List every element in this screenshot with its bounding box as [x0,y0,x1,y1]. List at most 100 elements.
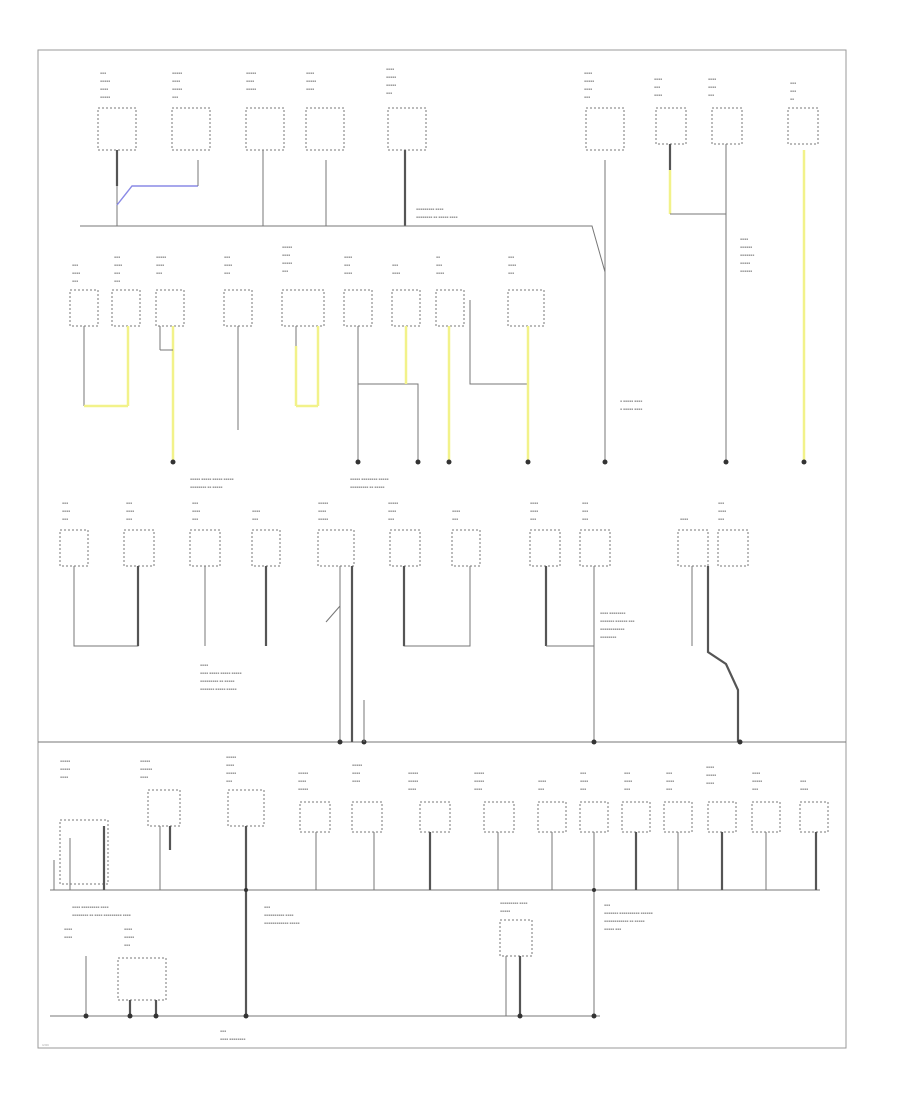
svg-text:▪▪▪▪▪: ▪▪▪▪▪ [298,771,308,775]
svg-text:▪▪▪▪▪ ▪▪▪▪▪ ▪▪▪▪▪ ▪▪▪▪▪: ▪▪▪▪▪ ▪▪▪▪▪ ▪▪▪▪▪ ▪▪▪▪▪ [190,477,234,481]
svg-text:▪▪▪▪: ▪▪▪▪ [718,509,726,513]
svg-text:▪▪▪▪▪: ▪▪▪▪▪ [388,501,398,505]
svg-text:▪▪▪▪▪: ▪▪▪▪▪ [226,755,236,759]
svg-text:▪▪▪▪: ▪▪▪▪ [530,509,538,513]
svg-text:▪▪▪▪: ▪▪▪▪ [654,93,662,97]
component-box [97,107,137,151]
component-box [391,289,421,327]
svg-text:▪▪▪▪: ▪▪▪▪ [114,263,122,267]
svg-text:▪▪▪▪▪▪▪▪ ▪▪ ▪▪▪▪▪ ▪▪▪▪: ▪▪▪▪▪▪▪▪ ▪▪ ▪▪▪▪▪ ▪▪▪▪ [416,215,458,219]
svg-text:▪▪▪▪▪: ▪▪▪▪▪ [60,759,70,763]
component-box [171,107,211,151]
svg-text:▪▪▪▪: ▪▪▪▪ [62,509,70,513]
svg-text:▪▪▪: ▪▪▪ [582,517,588,521]
svg-text:▪▪▪▪▪▪: ▪▪▪▪▪▪ [740,269,752,273]
svg-text:▪▪▪▪▪▪▪▪▪▪ ▪▪▪▪: ▪▪▪▪▪▪▪▪▪▪ ▪▪▪▪ [264,913,293,917]
component-box [123,529,155,567]
svg-text:▪▪▪▪: ▪▪▪▪ [344,255,352,259]
component-box [189,529,221,567]
svg-text:▪▪▪: ▪▪▪ [114,255,120,259]
svg-text:▪▪▪▪▪: ▪▪▪▪▪ [100,95,110,99]
svg-text:▪▪▪▪: ▪▪▪▪ [706,765,714,769]
svg-text:▪▪▪▪: ▪▪▪▪ [752,771,760,775]
svg-text:▪▪▪: ▪▪▪ [62,501,68,505]
svg-text:▪▪▪: ▪▪▪ [718,517,724,521]
component-box [227,789,265,827]
svg-text:▪▪▪: ▪▪▪ [584,95,590,99]
svg-text:▪▪▪: ▪▪▪ [124,943,130,947]
component-labels-row2: ▪▪▪▪▪▪▪▪▪▪ ▪▪▪▪▪▪▪▪▪▪▪▪▪ ▪▪▪▪▪▪▪▪▪▪▪▪ ▪▪… [72,245,516,283]
svg-text:▪▪: ▪▪ [436,255,440,259]
component-box [677,529,709,567]
svg-text:▪▪▪▪ ▪▪▪▪▪▪▪▪▪ ▪▪▪▪: ▪▪▪▪ ▪▪▪▪▪▪▪▪▪ ▪▪▪▪ [72,905,108,909]
component-box [435,289,465,327]
svg-text:▪▪▪▪: ▪▪▪▪ [800,787,808,791]
svg-text:▪▪▪▪▪: ▪▪▪▪▪ [226,771,236,775]
svg-text:▪▪▪▪▪: ▪▪▪▪▪ [282,261,292,265]
section-bottom: ▪▪▪▪▪▪▪▪▪▪▪▪▪▪ ▪▪▪▪▪▪▪▪▪▪▪▪▪▪▪ ▪▪▪▪▪▪▪▪▪… [50,755,829,1041]
svg-text:▪▪▪: ▪▪▪ [226,779,232,783]
svg-text:▪▪▪▪▪▪▪: ▪▪▪▪▪▪▪ [740,253,754,257]
svg-text:▪▪▪: ▪▪▪ [126,501,132,505]
svg-text:▪▪▪▪: ▪▪▪▪ [392,271,400,275]
svg-text:▪▪▪: ▪▪▪ [580,771,586,775]
svg-text:▪▪▪▪▪: ▪▪▪▪▪ [352,763,362,767]
svg-text:▪▪▪▪: ▪▪▪▪ [388,509,396,513]
component-box [655,107,687,145]
svg-text:▪▪▪▪▪: ▪▪▪▪▪ [584,79,594,83]
svg-text:▪▪▪▪▪: ▪▪▪▪▪ [318,501,328,505]
svg-text:▪▪▪▪▪▪▪▪▪ ▪▪ ▪▪▪▪▪: ▪▪▪▪▪▪▪▪▪ ▪▪ ▪▪▪▪▪ [350,485,384,489]
svg-text:▪ ▪▪▪▪▪ ▪▪▪▪: ▪ ▪▪▪▪▪ ▪▪▪▪ [620,399,642,403]
svg-text:▪▪▪▪: ▪▪▪▪ [352,779,360,783]
svg-text:▪▪▪▪: ▪▪▪▪ [298,779,306,783]
svg-text:▪▪▪: ▪▪▪ [62,517,68,521]
svg-text:▪▪▪▪: ▪▪▪▪ [282,253,290,257]
svg-text:▪▪▪▪▪▪▪▪▪▪▪▪ ▪▪ ▪▪▪▪▪: ▪▪▪▪▪▪▪▪▪▪▪▪ ▪▪ ▪▪▪▪▪ [604,919,645,923]
svg-text:▪▪▪▪: ▪▪▪▪ [124,927,132,931]
component-box [281,289,325,327]
svg-text:▪▪▪▪: ▪▪▪▪ [474,787,482,791]
svg-text:▪▪▪▪▪: ▪▪▪▪▪ [752,779,762,783]
svg-text:▪▪▪: ▪▪▪ [264,905,270,909]
svg-text:▪▪▪: ▪▪▪ [388,517,394,521]
svg-text:▪▪▪▪: ▪▪▪▪ [60,775,68,779]
svg-text:▪▪▪: ▪▪▪ [790,89,796,93]
svg-text:▪▪▪: ▪▪▪ [172,95,178,99]
svg-text:▪▪▪▪ ▪▪▪▪▪ ▪▪▪▪▪ ▪▪▪▪▪: ▪▪▪▪ ▪▪▪▪▪ ▪▪▪▪▪ ▪▪▪▪▪ [200,671,242,675]
svg-text:▪▪▪▪▪: ▪▪▪▪▪ [386,75,396,79]
svg-text:▪▪▪: ▪▪▪ [580,787,586,791]
svg-text:▪▪▪▪: ▪▪▪▪ [140,775,148,779]
svg-text:▪▪▪▪▪: ▪▪▪▪▪ [318,517,328,521]
svg-text:▪▪▪: ▪▪▪ [72,263,78,267]
svg-text:▪▪▪▪: ▪▪▪▪ [306,71,314,75]
svg-text:▪▪▪: ▪▪▪ [508,255,514,259]
svg-text:▪▪▪▪ ▪▪▪▪▪▪▪▪: ▪▪▪▪ ▪▪▪▪▪▪▪▪ [220,1037,245,1041]
component-box [299,801,331,833]
component-labels-row4: ▪▪▪▪▪▪▪▪▪▪▪▪▪▪ ▪▪▪▪▪▪▪▪▪▪▪▪▪▪▪ ▪▪▪▪▪▪▪▪▪… [60,755,808,947]
svg-text:▪▪▪▪▪: ▪▪▪▪▪ [474,771,484,775]
svg-text:▪▪▪▪: ▪▪▪▪ [666,779,674,783]
svg-text:▪▪▪: ▪▪▪ [800,779,806,783]
svg-text:▪▪▪▪▪ ▪▪▪: ▪▪▪▪▪ ▪▪▪ [604,927,621,931]
svg-text:▪▪▪▪▪: ▪▪▪▪▪ [156,255,166,259]
component-box [579,529,611,567]
svg-text:▪▪▪: ▪▪▪ [126,517,132,521]
svg-text:▪▪▪: ▪▪▪ [624,771,630,775]
svg-text:▪▪▪▪▪▪▪▪▪▪▪▪: ▪▪▪▪▪▪▪▪▪▪▪▪ [600,627,624,631]
component-box [787,107,819,145]
svg-text:▪▪▪: ▪▪▪ [192,517,198,521]
svg-text:▪▪▪▪: ▪▪▪▪ [680,517,688,521]
svg-text:▪▪▪▪▪: ▪▪▪▪▪ [386,83,396,87]
svg-text:▪ ▪▪▪▪▪ ▪▪▪▪: ▪ ▪▪▪▪▪ ▪▪▪▪ [620,407,642,411]
svg-text:▪▪▪▪: ▪▪▪▪ [172,79,180,83]
component-box [537,801,567,833]
svg-text:▪▪▪▪▪: ▪▪▪▪▪ [282,245,292,249]
svg-text:▪▪▪: ▪▪▪ [386,91,392,95]
svg-text:▪▪▪▪▪ ▪▪▪▪▪▪▪▪ ▪▪▪▪▪: ▪▪▪▪▪ ▪▪▪▪▪▪▪▪ ▪▪▪▪▪ [350,477,389,481]
component-box [751,801,781,833]
svg-text:▪▪▪▪: ▪▪▪▪ [386,67,394,71]
svg-text:▪▪▪▪: ▪▪▪▪ [226,763,234,767]
component-box [621,801,651,833]
component-box [147,789,181,827]
